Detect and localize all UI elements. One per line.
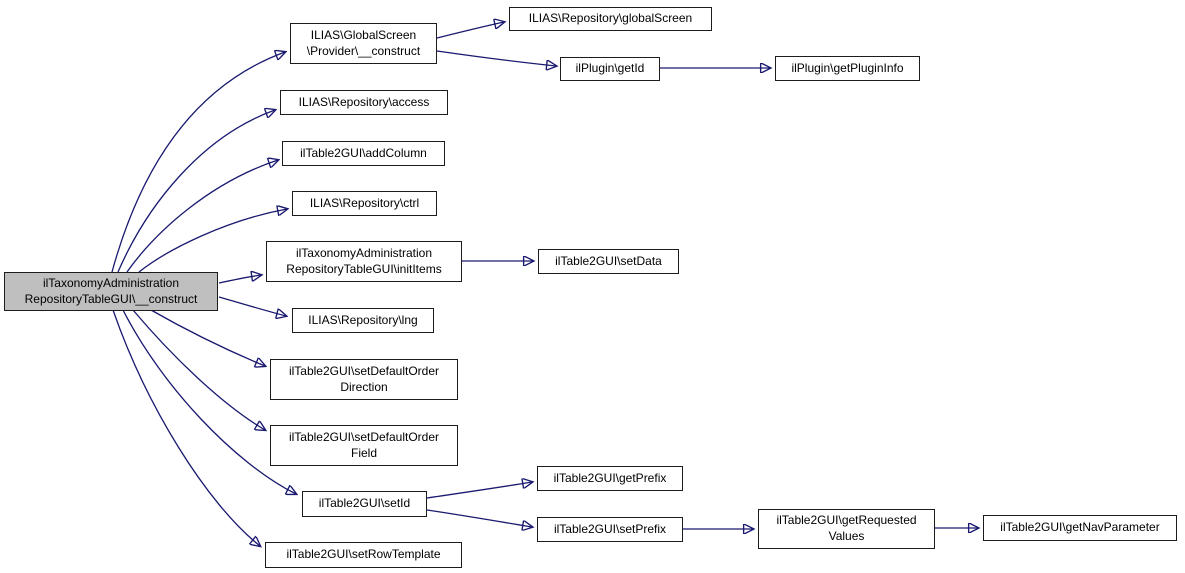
edge-construct-to-setdefaultorderdirection: [150, 309, 265, 366]
node-table2gui-setrowtemplate[interactable]: ilTable2GUI\setRowTemplate: [265, 542, 462, 568]
node-table2gui-addcolumn[interactable]: ilTable2GUI\addColumn: [282, 141, 445, 166]
edge-construct-to-addcolumn: [126, 160, 278, 273]
edge-construct-to-setid: [122, 309, 296, 494]
node-repository-ctrl[interactable]: ILIAS\Repository\ctrl: [292, 191, 437, 216]
edge-construct-to-setrowtemplate: [112, 309, 260, 546]
edge-construct-to-globalscreen-provider: [111, 52, 285, 273]
node-table2gui-getprefix[interactable]: ilTable2GUI\getPrefix: [537, 466, 683, 491]
node-table2gui-getrequestedvalues[interactable]: ilTable2GUI\getRequested Values: [758, 509, 935, 549]
node-plugin-getid[interactable]: ilPlugin\getId: [560, 57, 660, 81]
node-table2gui-setdata[interactable]: ilTable2GUI\setData: [538, 249, 679, 274]
edge-setid-to-getprefix: [426, 482, 532, 499]
node-repository-lng[interactable]: ILIAS\Repository\lng: [292, 308, 434, 333]
edge-construct-to-inititems: [218, 275, 261, 284]
edge-provider-construct-to-globalscreen: [436, 22, 504, 39]
node-table2gui-getnavparameter[interactable]: ilTable2GUI\getNavParameter: [983, 515, 1177, 541]
edge-provider-construct-to-getid: [436, 50, 556, 66]
node-taxonomy-admin-repository-tablegui-inititems[interactable]: ilTaxonomyAdministration RepositoryTable…: [266, 241, 462, 282]
node-table2gui-setdefaultorderdirection[interactable]: ilTable2GUI\setDefaultOrder Direction: [270, 359, 458, 400]
node-taxonomy-admin-repository-tablegui-construct[interactable]: ilTaxonomyAdministration RepositoryTable…: [4, 272, 218, 311]
edge-construct-to-repository-lng: [218, 296, 286, 316]
node-table2gui-setdefaultorderfield[interactable]: ilTable2GUI\setDefaultOrder Field: [270, 425, 458, 466]
node-globalscreen-provider-construct[interactable]: ILIAS\GlobalScreen \Provider\__construct: [290, 23, 437, 64]
node-table2gui-setprefix[interactable]: ilTable2GUI\setPrefix: [537, 517, 683, 542]
edge-construct-to-repository-access: [117, 110, 275, 273]
edge-construct-to-setdefaultorderfield: [132, 309, 265, 430]
node-repository-access[interactable]: ILIAS\Repository\access: [280, 90, 448, 115]
node-table2gui-setid[interactable]: ilTable2GUI\setId: [302, 491, 427, 517]
edge-setid-to-setprefix: [426, 509, 532, 527]
node-plugin-getplugininfo[interactable]: ilPlugin\getPluginInfo: [775, 56, 920, 81]
node-repository-globalscreen[interactable]: ILIAS\Repository\globalScreen: [509, 7, 712, 31]
edge-construct-to-repository-ctrl: [138, 209, 287, 273]
